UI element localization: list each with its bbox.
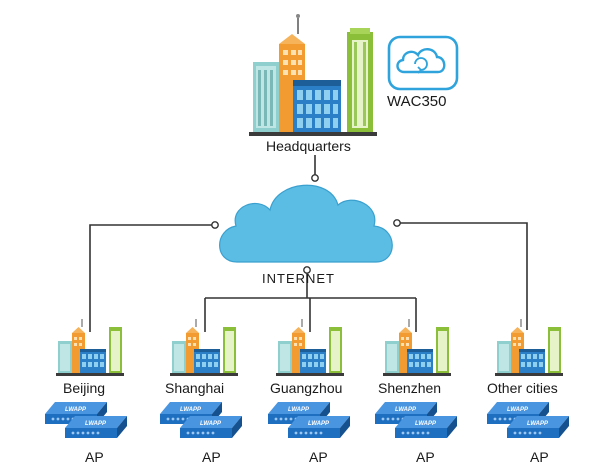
city-label-shenzhen: Shenzhen: [378, 380, 441, 396]
internet-label: INTERNET: [262, 271, 335, 286]
ap-device-icon-shanghai: [160, 402, 242, 438]
ap-label-guangzhou: AP: [309, 449, 328, 465]
branch-building-icon-shenzhen: [382, 318, 452, 377]
headquarters-building-icon: [248, 13, 378, 137]
ap-device-icon-guangzhou: [268, 402, 350, 438]
headquarters-label: Headquarters: [266, 138, 351, 154]
branch-building-icon-other: [494, 318, 564, 377]
city-label-beijing: Beijing: [63, 380, 105, 396]
connection-lines: [89, 155, 528, 332]
ap-device-icon-other: [487, 402, 569, 438]
ap-label-shenzhen: AP: [416, 449, 435, 465]
ap-label-shanghai: AP: [202, 449, 221, 465]
ap-label-beijing: AP: [85, 449, 104, 465]
ap-device-icon-beijing: [45, 402, 127, 438]
city-label-shanghai: Shanghai: [165, 380, 224, 396]
link-endpoints: [211, 174, 401, 274]
ap-device-icon-shenzhen: [375, 402, 457, 438]
other-cities-link: [397, 222, 528, 330]
branch-building-icon-shanghai: [169, 318, 239, 377]
controller-label: WAC350: [387, 93, 446, 110]
ap-label-other: AP: [530, 449, 549, 465]
beijing-link: [89, 224, 215, 332]
cloud-controller-icon: [387, 35, 459, 91]
city-label-other: Other cities: [487, 380, 558, 396]
city-label-guangzhou: Guangzhou: [270, 380, 342, 396]
cloud-icon: [219, 184, 393, 263]
